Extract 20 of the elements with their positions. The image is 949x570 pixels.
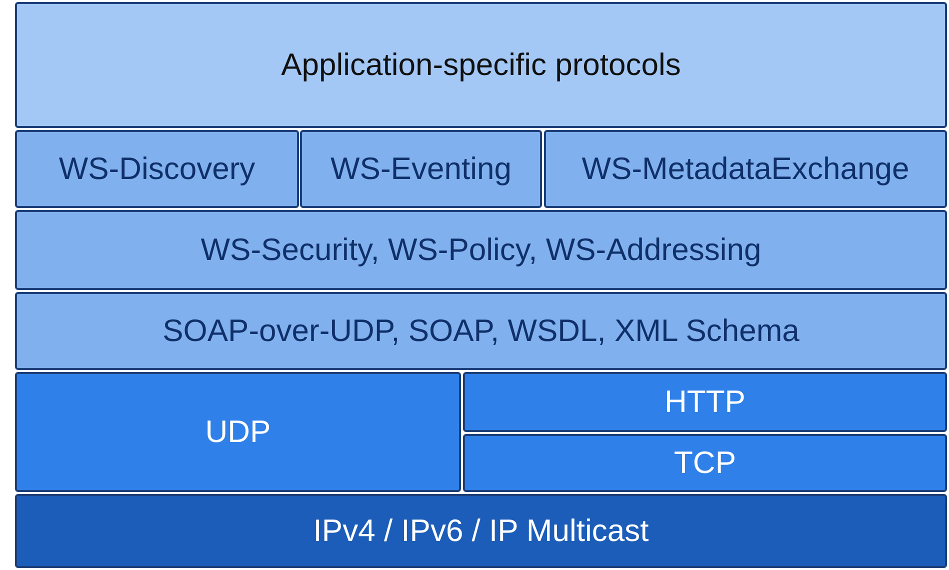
protocol-layer — [15, 292, 947, 370]
protocol-layer — [300, 130, 542, 208]
protocol-layer — [463, 372, 947, 432]
protocol-layer — [463, 434, 947, 492]
protocol-layer — [15, 2, 947, 128]
layer-label: UDP — [205, 414, 271, 450]
protocol-layer — [15, 130, 299, 208]
layer-label: WS-Eventing — [330, 151, 512, 187]
layer-label: IPv4 / IPv6 / IP Multicast — [313, 513, 649, 549]
layer-label: TCP — [674, 445, 736, 481]
protocol-layer — [544, 130, 947, 208]
layer-label: HTTP — [664, 384, 746, 420]
layer-label: Application-specific protocols — [281, 47, 681, 83]
protocol-layer — [15, 494, 947, 568]
layer-label: WS-Security, WS-Policy, WS-Addressing — [200, 232, 762, 268]
protocol-layer — [15, 210, 947, 290]
protocol-layer — [15, 372, 461, 492]
layer-label: WS-MetadataExchange — [582, 151, 910, 187]
layer-label: WS-Discovery — [58, 151, 256, 187]
layer-label: SOAP-over-UDP, SOAP, WSDL, XML Schema — [162, 313, 800, 349]
